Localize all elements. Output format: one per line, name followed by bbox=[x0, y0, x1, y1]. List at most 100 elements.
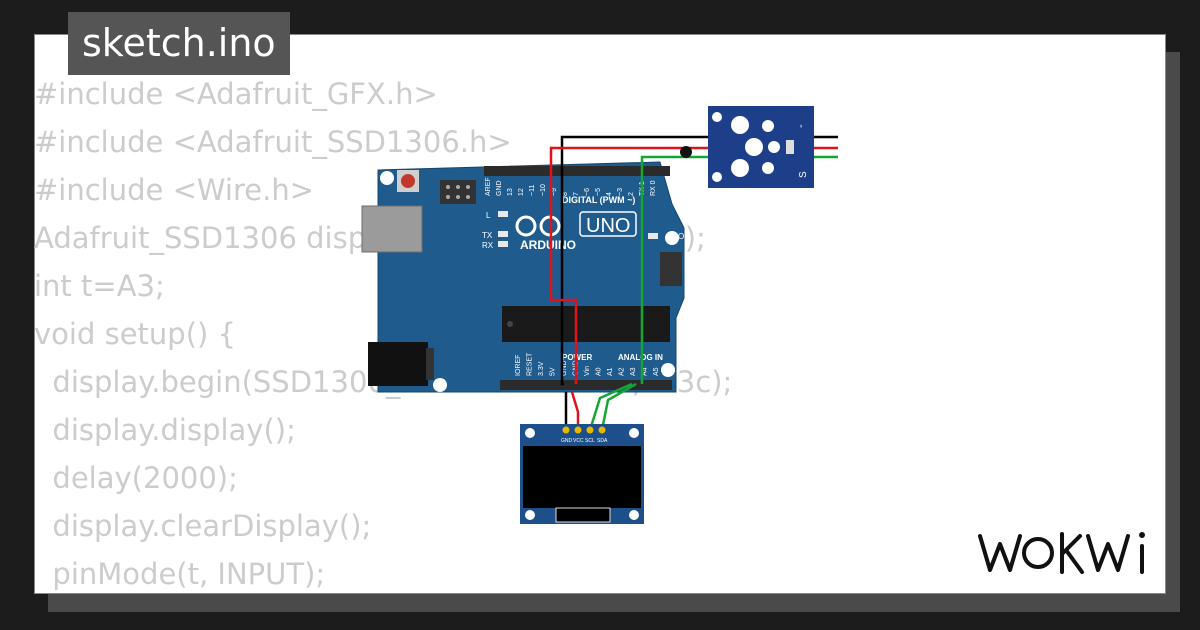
digital-pin-gnd: GND bbox=[496, 180, 503, 196]
icsp-pin bbox=[446, 195, 450, 199]
atmega-chip bbox=[502, 306, 670, 342]
sensor-contact bbox=[731, 116, 749, 134]
led-on-label: ON bbox=[678, 232, 690, 241]
led-l bbox=[498, 211, 508, 217]
power-pin-a4: A4 bbox=[642, 367, 649, 376]
oled-display[interactable]: GND VCC SCL SDA bbox=[520, 424, 644, 524]
icsp-pin bbox=[466, 195, 470, 199]
icsp-header bbox=[440, 180, 476, 204]
oled-pin-sda: SDA bbox=[597, 438, 608, 444]
mount-hole bbox=[433, 378, 447, 392]
led-rx-label: RX bbox=[482, 241, 494, 250]
digital-pin--6: ~6 bbox=[584, 188, 591, 196]
oled-screen bbox=[523, 446, 641, 508]
power-pin-3-3v: 3.3V bbox=[538, 361, 545, 376]
power-pin-a5: A5 bbox=[653, 367, 660, 376]
digital-pin-7: 7 bbox=[573, 192, 580, 196]
code-line: delay(2000); bbox=[34, 461, 238, 495]
chip-notch bbox=[507, 321, 513, 327]
wokwi-logo bbox=[978, 532, 1145, 574]
oled-mount-hole bbox=[525, 428, 535, 438]
reset-button[interactable] bbox=[401, 174, 415, 188]
oled-mount-hole bbox=[629, 428, 639, 438]
dc-jack-lip bbox=[426, 348, 434, 380]
digital-pwm-label: DIGITAL (PWM ~) bbox=[562, 195, 635, 205]
sensor-pin-s: S bbox=[798, 171, 809, 178]
power-pin-a1: A1 bbox=[607, 367, 614, 376]
code-line: display.display(); bbox=[34, 413, 296, 447]
oled-pin-pad bbox=[586, 426, 594, 434]
code-line: #include <Wire.h> bbox=[34, 173, 315, 207]
sensor-contact bbox=[762, 162, 774, 174]
digital-pin-8: 8 bbox=[562, 192, 569, 196]
sensor-contact bbox=[762, 120, 774, 132]
sensor-mount-hole bbox=[712, 172, 722, 182]
sensor-pin-minus: - bbox=[795, 124, 807, 128]
icsp-pin bbox=[456, 185, 460, 189]
digital-pin-12: 12 bbox=[518, 188, 525, 196]
digital-pin-rx-0: RX 0 bbox=[650, 180, 657, 196]
led-on bbox=[648, 233, 658, 239]
digital-pin--9: ~9 bbox=[551, 188, 558, 196]
power-pin-a0: A0 bbox=[596, 367, 603, 376]
digital-pin--5: ~5 bbox=[595, 188, 602, 196]
usb-port bbox=[361, 205, 423, 253]
oled-pin-vcc: VCC bbox=[573, 438, 584, 444]
analog-in-label: ANALOG IN bbox=[618, 353, 663, 362]
oled-ribbon bbox=[555, 507, 611, 523]
code-line: #include <Adafruit_GFX.h> bbox=[34, 77, 438, 111]
power-pin-reset: RESET bbox=[527, 352, 534, 376]
led-rx bbox=[498, 241, 508, 247]
icsp2-header bbox=[660, 252, 682, 286]
file-name-tab[interactable]: sketch.ino bbox=[68, 12, 290, 75]
code-line: void setup() { bbox=[34, 317, 236, 351]
oled-pin-pad bbox=[574, 426, 582, 434]
uno-badge bbox=[579, 211, 637, 237]
dc-power-jack bbox=[368, 342, 428, 386]
digital-pin--11: ~11 bbox=[529, 185, 536, 196]
power-analog-header[interactable] bbox=[500, 380, 672, 390]
oled-pin-scl: SCL bbox=[585, 438, 595, 444]
led-l-label: L bbox=[486, 211, 491, 220]
sensor-contact bbox=[745, 138, 763, 156]
power-pin-a2: A2 bbox=[619, 367, 626, 376]
uno-model-text: UNO bbox=[586, 215, 630, 237]
digital-pin--3: ~3 bbox=[617, 188, 624, 196]
sensor-contact bbox=[768, 141, 780, 153]
icsp-pin bbox=[456, 195, 460, 199]
led-tx bbox=[498, 231, 508, 237]
icsp-pin bbox=[466, 185, 470, 189]
wire-oled-sda[interactable] bbox=[600, 382, 637, 431]
digital-pin--10: ~10 bbox=[540, 184, 547, 196]
wire-gnd-black[interactable] bbox=[560, 135, 838, 386]
digital-pin-4: 4 bbox=[606, 192, 613, 196]
sensor-contact bbox=[731, 159, 749, 177]
wokwi-logo-dot bbox=[1139, 532, 1145, 538]
code-line: display.clearDisplay(); bbox=[34, 509, 372, 543]
digital-pin-aref: AREF bbox=[485, 177, 492, 196]
mount-hole bbox=[661, 363, 675, 377]
digital-pin-2: 2 bbox=[628, 192, 635, 196]
oled-pin-pad bbox=[598, 426, 606, 434]
wire-oled-scl[interactable] bbox=[588, 382, 633, 431]
wire-vcc-red[interactable] bbox=[549, 146, 838, 384]
sensor-resistor bbox=[786, 140, 794, 154]
digital-header[interactable] bbox=[484, 166, 670, 176]
oled-mount-hole bbox=[629, 510, 639, 520]
oled-pin-pad bbox=[562, 426, 570, 434]
mount-hole bbox=[665, 231, 679, 245]
digital-pin-13: 13 bbox=[507, 188, 514, 196]
led-tx-label: TX bbox=[482, 231, 493, 240]
power-pin-a3: A3 bbox=[630, 367, 637, 376]
icsp-pin bbox=[446, 185, 450, 189]
wokwi-logo-mark bbox=[978, 532, 1144, 574]
oled-mount-hole bbox=[525, 510, 535, 520]
code-line: pinMode(t, INPUT); bbox=[34, 557, 326, 591]
sensor-module[interactable]: - S bbox=[708, 106, 814, 188]
oled-pin-gnd: GND bbox=[561, 438, 573, 444]
power-pin-ioref: IOREF bbox=[515, 355, 522, 376]
arduino-brand-text: ARDUINO bbox=[520, 238, 576, 252]
power-pin-5v: 5V bbox=[550, 367, 557, 376]
mount-hole bbox=[380, 171, 394, 185]
